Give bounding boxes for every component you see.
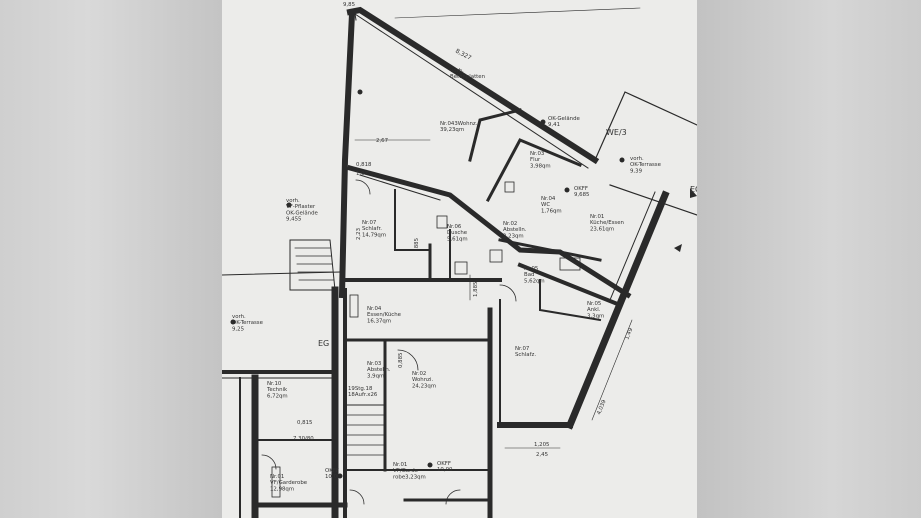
dimension-label: 2,67 <box>376 138 388 144</box>
level-marker <box>357 89 363 95</box>
dimension-label: 0,815 <box>297 420 312 426</box>
level-label: 9,85 <box>343 2 355 8</box>
level-marker <box>540 119 546 125</box>
floor-plan-drawing: 8,327 vorh.Betonplatten 2,67 9,85 OK-Gel… <box>222 2 697 518</box>
dimension-label: 1,49 <box>624 327 634 341</box>
dimension-label: 2,23 <box>356 228 362 240</box>
level-marker <box>230 319 236 325</box>
dimension-label: 1,885 <box>473 282 479 297</box>
betonplatten-label: vorh.Betonplatten <box>450 68 485 80</box>
dimension-label: 0,885 <box>398 353 404 368</box>
dimension-label: 4,039 <box>596 399 608 416</box>
dimension-label: 7,30/80 <box>293 436 314 442</box>
eg-marker-right: EG <box>690 185 697 194</box>
dimension-label: 0,818 <box>356 162 372 168</box>
we3-label: WE/3 <box>606 128 627 137</box>
level-marker <box>337 473 343 479</box>
room-label-wohnzimmer: Nr.043Wohnz.39,23qm <box>440 121 478 133</box>
blurred-background-left <box>0 0 222 518</box>
dimension-label: 1,97 <box>356 171 368 177</box>
floor-plan-sheet: 8,327 vorh.Betonplatten 2,67 9,85 OK-Gel… <box>222 0 697 518</box>
blurred-background-right <box>697 0 921 518</box>
dimension-label: ,885 <box>414 238 420 250</box>
dimension-label: 8,327 <box>454 48 473 62</box>
dimension-label: 2,45 <box>536 452 548 458</box>
level-marker <box>619 157 625 163</box>
level-marker <box>286 202 292 208</box>
eg-marker: EG <box>318 339 329 348</box>
level-marker <box>564 187 570 193</box>
level-marker <box>427 462 433 468</box>
dimension-label: 1,205 <box>534 442 549 448</box>
